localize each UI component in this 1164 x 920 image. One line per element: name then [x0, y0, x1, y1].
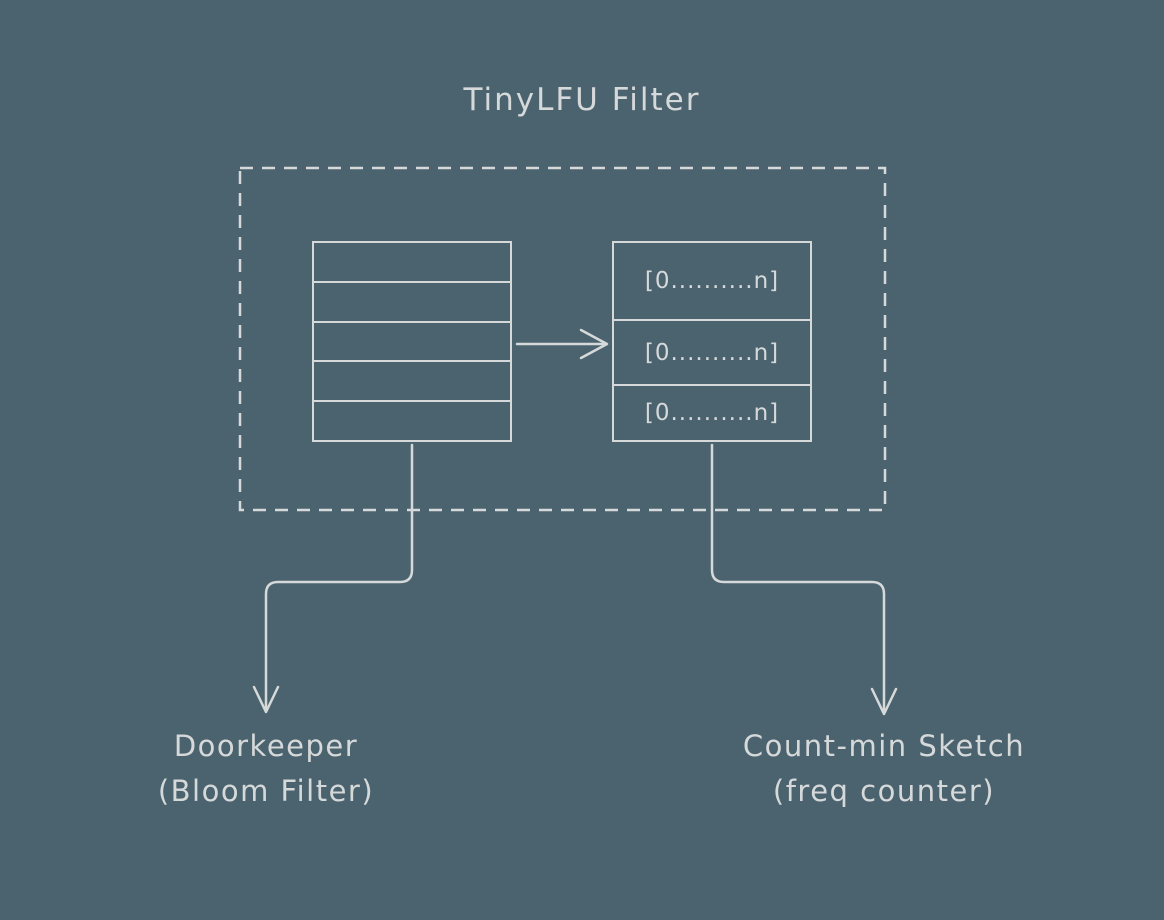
doorkeeper-row: [314, 323, 510, 363]
arrow-to-doorkeeper-label-head-icon: [252, 685, 280, 714]
doorkeeper-label-line2: (Bloom Filter): [157, 774, 375, 808]
countmin-label: Count-min Sketch (freq counter): [743, 724, 1025, 814]
countmin-row: [0..........n]: [644, 400, 780, 426]
arrow-doorkeeper-to-countmin-head-icon: [579, 328, 609, 360]
tinylfu-dashed-boundary: [238, 166, 887, 512]
arrow-to-countmin-label: [710, 443, 886, 714]
doorkeeper-row: [314, 402, 510, 440]
doorkeeper-label: Doorkeeper (Bloom Filter): [158, 724, 374, 814]
arrow-to-countmin-label-head-icon: [870, 687, 898, 716]
countmin-label-line1: Count-min Sketch: [742, 729, 1026, 763]
arrow-to-doorkeeper-label: [264, 443, 414, 712]
doorkeeper-row: [314, 283, 510, 323]
countmin-label-line2: (freq counter): [772, 774, 996, 808]
doorkeeper-label-line1: Doorkeeper: [173, 729, 359, 763]
countmin-row: [0..........n]: [614, 321, 810, 386]
countmin-table: [0..........n] [0..........n] [0........…: [612, 241, 812, 442]
diagram-title: TinyLFU Filter: [463, 82, 701, 118]
doorkeeper-row: [314, 362, 510, 403]
doorkeeper-row: [314, 243, 510, 283]
countmin-row: [0..........n]: [614, 243, 810, 321]
doorkeeper-table: [312, 241, 512, 442]
